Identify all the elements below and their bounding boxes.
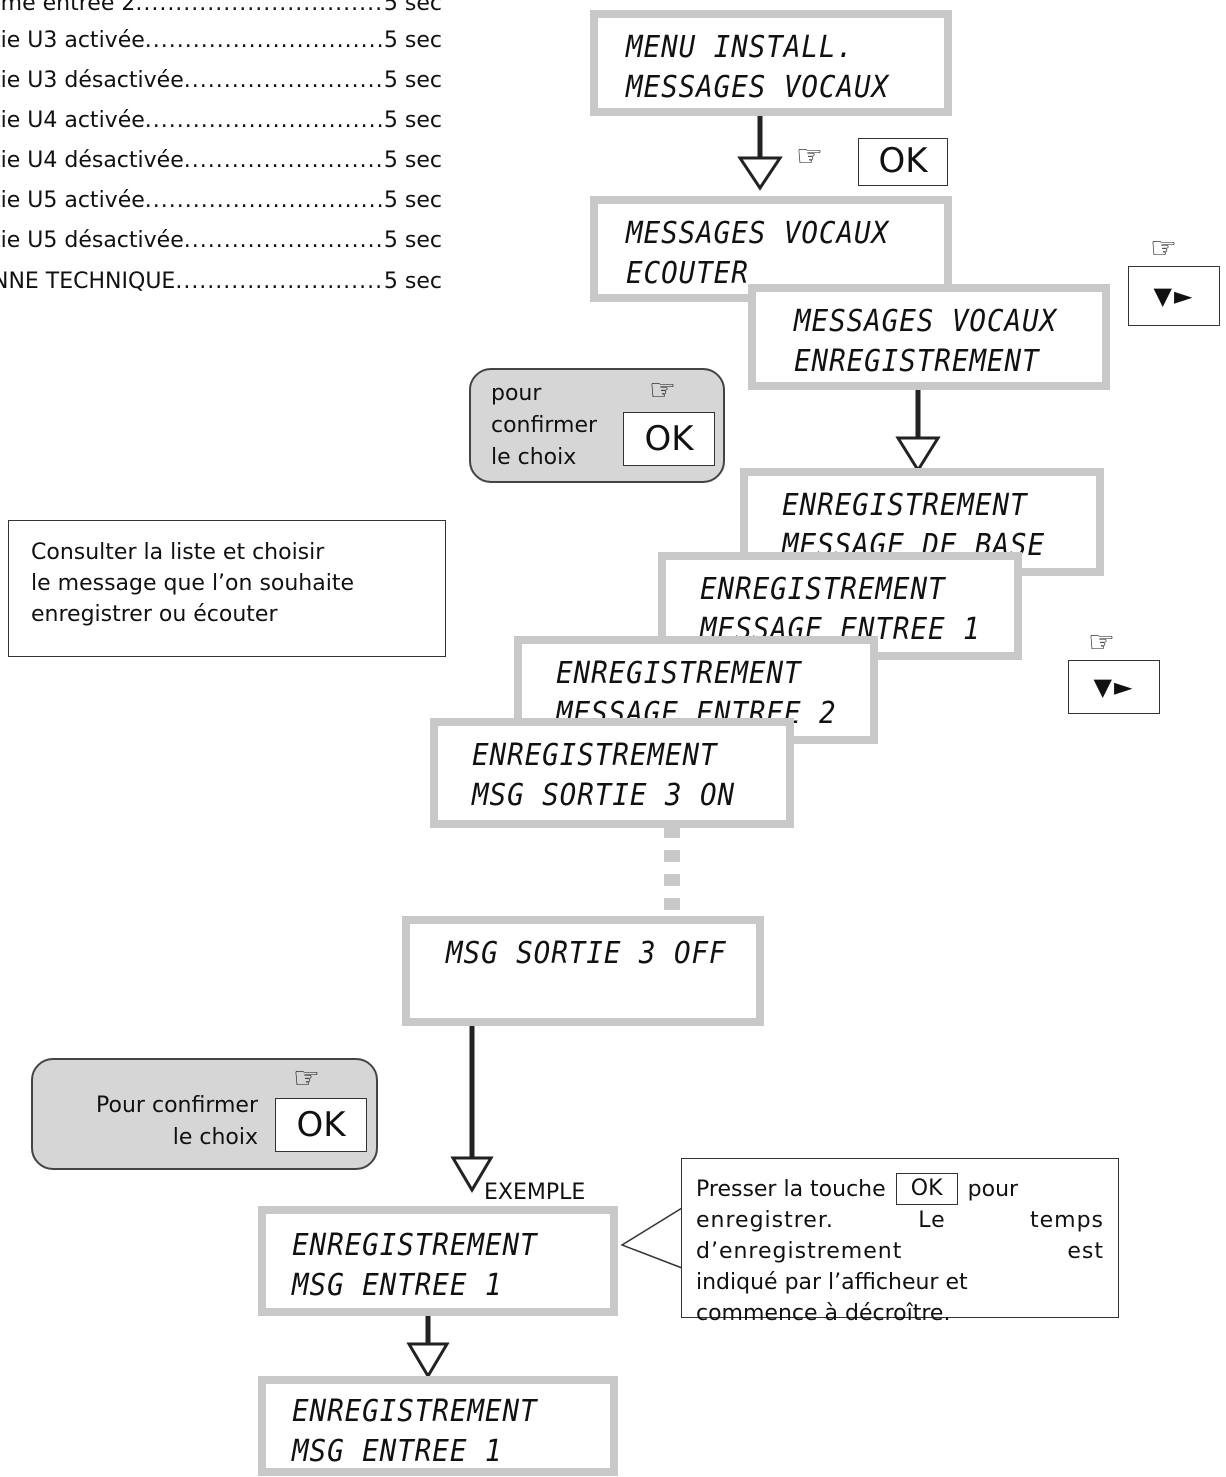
record-instructions: Presser la touche OK pour enregistrer. L… xyxy=(681,1158,1119,1326)
consult-note: Consulter la liste et choisir le message… xyxy=(8,520,446,657)
lcd-sortie-3-on: ENREGISTREMENT MSG SORTIE 3 ON xyxy=(430,718,794,828)
lcd-line: ENREGISTREMENT xyxy=(292,1394,538,1429)
lcd-line: MESSAGES VOCAUX xyxy=(626,216,890,251)
ok-key[interactable]: OK xyxy=(895,1173,958,1205)
instruction-text: commence à décroître. xyxy=(696,1301,951,1326)
instruction-text: pour xyxy=(967,1176,1019,1202)
ok-key[interactable]: OK xyxy=(858,138,948,186)
confirm-text: pour confirmer le choix xyxy=(491,381,598,470)
lcd-line: ECOUTER xyxy=(626,256,749,291)
pointing-hand-icon: ☞ xyxy=(649,373,676,408)
lcd-line: ENREGISTREMENT xyxy=(556,656,802,691)
duration-row: rme entrée 25 sec xyxy=(0,0,442,24)
lcd-line: MENU INSTALL. xyxy=(626,30,854,65)
instruction-text: enregistrer. Le temps xyxy=(696,1208,1104,1233)
lcd-exemple-1: ENREGISTREMENT MSG ENTREE 1 xyxy=(258,1206,618,1316)
duration-row: tie U3 désactivée5 sec xyxy=(0,61,442,101)
lcd-menu-install: MENU INSTALL. MESSAGES VOCAUX xyxy=(590,10,952,116)
ok-key[interactable]: OK xyxy=(275,1098,367,1152)
lcd-line: MSG ENTREE 1 xyxy=(292,1268,503,1303)
confirm-callout: Pour confirmer le choix ☞ OK xyxy=(31,1058,378,1170)
lcd-line: ENREGISTREMENT xyxy=(700,572,946,607)
ok-key[interactable]: OK xyxy=(623,412,715,466)
pointing-hand-icon: ☞ xyxy=(1088,625,1115,660)
instruction-text: Presser la touche xyxy=(696,1176,886,1202)
pointing-hand-icon: ☞ xyxy=(1150,231,1177,266)
lcd-line: ENREGISTREMENT xyxy=(782,488,1028,523)
lcd-enregistrement: MESSAGES VOCAUX ENREGISTREMENT xyxy=(748,284,1110,390)
lcd-line: ENREGISTREMENT xyxy=(472,738,718,773)
instruction-text: indiqué par l’afficheur et xyxy=(696,1270,968,1295)
duration-row: tie U3 activée5 sec xyxy=(0,21,442,61)
pointing-hand-icon: ☞ xyxy=(293,1061,320,1096)
instruction-text: d’enregistrement est xyxy=(696,1239,1104,1264)
lcd-exemple-2: ENREGISTREMENT MSG ENTREE 1 xyxy=(258,1376,618,1476)
duration-row: tie U5 activée5 sec xyxy=(0,181,442,221)
exemple-label: EXEMPLE xyxy=(484,1180,586,1205)
duration-row: tie U5 désactivée5 sec xyxy=(0,221,442,261)
duration-row: tie U4 désactivée5 sec xyxy=(0,141,442,181)
pointing-hand-icon: ☞ xyxy=(796,139,823,174)
lcd-line: MSG SORTIE 3 OFF xyxy=(446,936,727,971)
lcd-line: MESSAGES VOCAUX xyxy=(794,304,1058,339)
lcd-line: MESSAGES VOCAUX xyxy=(626,70,890,105)
arrow-keys[interactable]: ▼► xyxy=(1128,266,1220,326)
duration-row: tie U4 activée5 sec xyxy=(0,101,442,141)
lcd-line: ENREGISTREMENT xyxy=(794,344,1040,379)
arrow-keys[interactable]: ▼► xyxy=(1068,660,1160,714)
duration-row: NNE TECHNIQUE5 sec xyxy=(0,262,442,302)
lcd-line: MSG ENTREE 1 xyxy=(292,1434,503,1469)
confirm-text: Pour confirmer le choix xyxy=(96,1093,258,1150)
lcd-line: ENREGISTREMENT xyxy=(292,1228,538,1263)
confirm-callout: pour confirmer le choix ☞ OK xyxy=(469,368,725,483)
lcd-sortie-3-off: MSG SORTIE 3 OFF xyxy=(402,916,764,1026)
lcd-line: MSG SORTIE 3 ON xyxy=(472,778,736,813)
